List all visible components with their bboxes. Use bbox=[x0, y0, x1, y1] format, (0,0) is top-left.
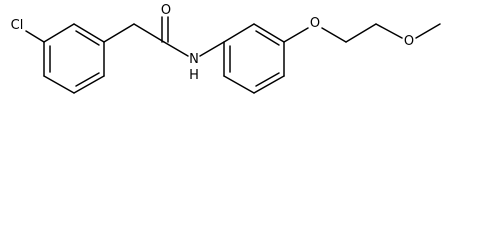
ether-ch2-bond bbox=[321, 27, 347, 43]
carbonyl-oxygen-label: O bbox=[161, 3, 171, 18]
ch2-carbonyl-bond bbox=[133, 23, 165, 43]
phenylene-ring bbox=[223, 23, 285, 94]
amide-nitrogen-label: N bbox=[189, 52, 199, 67]
methoxy-oxygen-label: O bbox=[404, 34, 414, 49]
amide-c-n-bond bbox=[163, 41, 189, 57]
ethylene-bond bbox=[345, 23, 377, 43]
methoxy-methyl-bond bbox=[415, 23, 441, 39]
chlorophenyl-ring bbox=[43, 23, 105, 94]
ch2-bond-aryl bbox=[103, 23, 135, 43]
chemical-structure-diagram: Cl O N H O O bbox=[11, 3, 441, 94]
chlorine-label: Cl bbox=[11, 18, 24, 33]
chloro-bond bbox=[25, 30, 45, 43]
ch2-methoxy-bond bbox=[375, 23, 403, 39]
amide-hydrogen-label: H bbox=[189, 68, 199, 83]
aryl-ether-oxygen-label: O bbox=[310, 16, 320, 31]
n-aryl-bond bbox=[199, 41, 225, 57]
aryl-ether-bond bbox=[283, 27, 309, 43]
